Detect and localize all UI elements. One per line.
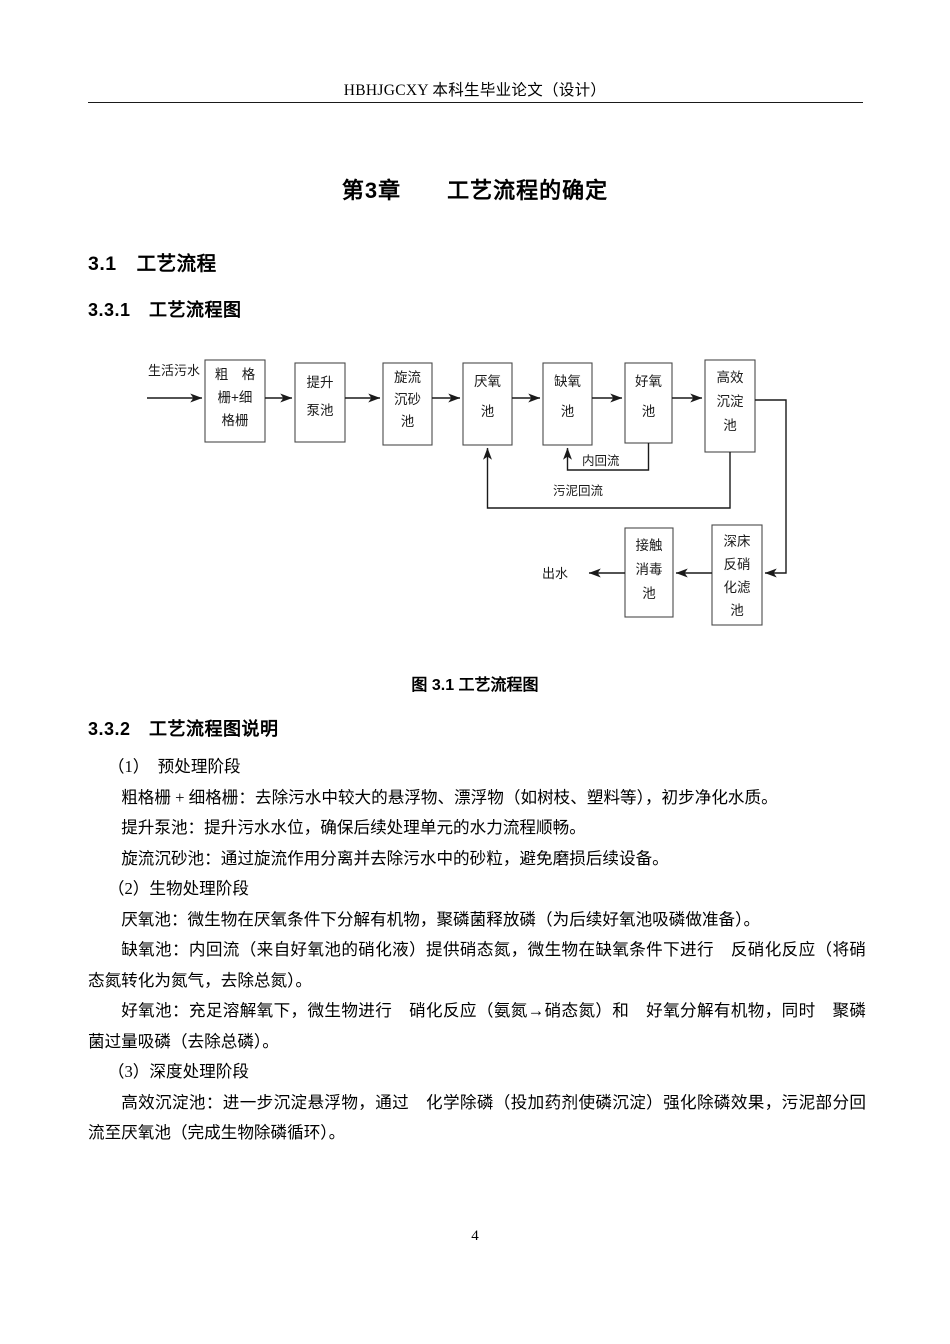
box-lift-pump-tank xyxy=(294,362,346,443)
box-coarse-fine-screen-line1: 粗 格 xyxy=(215,367,256,382)
box-high-efficiency-clarifier xyxy=(704,359,756,453)
paragraph-pretreatment-heading: （1） 预处理阶段 xyxy=(107,757,241,776)
box-high-efficiency-clarifier-line2: 沉淀 xyxy=(717,394,745,409)
effluent-label: 出水 xyxy=(542,566,568,581)
box-lift-pump-tank-line1: 提升 xyxy=(307,375,334,390)
box-aerobic-tank xyxy=(624,362,673,444)
box-coarse-fine-screen-line2: 栅+细 xyxy=(218,390,253,405)
internal-recycle-path xyxy=(563,443,650,471)
header-divider-rule xyxy=(88,102,863,103)
box-vortex-grit-chamber-line2: 沉砂 xyxy=(394,392,421,407)
box-aerobic-tank-line2: 池 xyxy=(642,404,656,419)
paragraph-clarifier: 高效沉淀池：进一步沉淀悬浮物，通过 化学除磷（投加药剂使磷沉淀）强化除磷效果，污… xyxy=(88,1092,866,1143)
box-high-efficiency-clarifier-line3: 池 xyxy=(723,418,737,433)
box-vortex-grit-chamber-line3: 池 xyxy=(401,414,415,429)
running-header: HBHJGCXY 本科生毕业论文（设计） xyxy=(343,82,607,99)
box-lift-pump-tank-line2: 泵池 xyxy=(307,403,334,418)
box-anoxic-tank xyxy=(542,362,593,446)
section-heading-3-3-2: 3.3.2 工艺流程图说明 xyxy=(88,719,279,739)
paragraph-aerobic: 好氧池：充足溶解氧下，微生物进行 硝化反应（氨氮→硝态氮）和 好氧分解有机物，同… xyxy=(88,1001,866,1051)
paragraph-anaerobic: 厌氧池：微生物在厌氧条件下分解有机物，聚磷菌释放磷（为后续好氧池吸磷做准备）。 xyxy=(121,909,761,929)
box-vortex-grit-chamber xyxy=(382,362,433,446)
box-deep-bed-denitrification-filter xyxy=(711,524,763,626)
paragraph-advanced-heading: （3）深度处理阶段 xyxy=(107,1062,249,1081)
section-heading-3-3-1: 3.3.1 工艺流程图 xyxy=(88,300,242,320)
paragraph-anoxic: 缺氧池：内回流（来自好氧池的硝化液）提供硝态氮，微生物在缺氧条件下进行 反硝化反… xyxy=(88,940,866,990)
box-anaerobic-tank xyxy=(462,362,513,446)
box-aerobic-tank-line1: 好氧 xyxy=(635,374,662,389)
sludge-return-label: 污泥回流 xyxy=(553,484,604,498)
paragraph-screens: 粗格栅 + 细格栅：去除污水中较大的悬浮物、漂浮物（如树枝、塑料等），初步净化水… xyxy=(121,787,778,807)
box-deep-bed-denitrification-filter-line4: 池 xyxy=(730,603,744,618)
paragraph-lift-pump: 提升泵池：提升污水水位，确保后续处理单元的水力流程顺畅。 xyxy=(121,818,586,837)
box-vortex-grit-chamber-line1: 旋流 xyxy=(394,370,421,385)
box-deep-bed-denitrification-filter-line1: 深床 xyxy=(724,534,752,549)
process-flow-diagram: 生活污水 粗 格 栅+细 格栅 提升 泵池 旋流 沉砂 池 厌氧 池 xyxy=(0,340,950,650)
section-heading-3-1: 3.1 工艺流程 xyxy=(88,253,217,275)
figure-caption: 图 3.1 工艺流程图 xyxy=(411,677,539,694)
box-coarse-fine-screen xyxy=(204,359,266,443)
box-contact-disinfection-tank-line2: 消毒 xyxy=(636,562,663,577)
inlet-label: 生活污水 xyxy=(148,363,200,378)
clarifier-to-deepbed-path xyxy=(755,399,787,578)
box-deep-bed-denitrification-filter-line2: 反硝 xyxy=(724,557,751,572)
box-anaerobic-tank-line2: 池 xyxy=(481,404,495,419)
box-deep-bed-denitrification-filter-line3: 化滤 xyxy=(724,580,752,595)
box-high-efficiency-clarifier-line1: 高效 xyxy=(717,369,745,385)
box-anoxic-tank-line2: 池 xyxy=(561,404,575,419)
paragraph-biological-heading: （2）生物处理阶段 xyxy=(107,879,249,898)
chapter-title: 第3章 工艺流程的确定 xyxy=(341,178,609,203)
box-anaerobic-tank-line1: 厌氧 xyxy=(474,374,501,389)
box-contact-disinfection-tank-line3: 池 xyxy=(642,586,656,601)
body-text-block: （1） 预处理阶段 粗格栅 + 细格栅：去除污水中较大的悬浮物、漂浮物（如树枝、… xyxy=(88,752,866,1149)
internal-recycle-label: 内回流 xyxy=(582,454,620,468)
page-number: 4 xyxy=(471,1228,479,1244)
paragraph-grit-chamber: 旋流沉砂池：通过旋流作用分离并去除污水中的砂粒，避免磨损后续设备。 xyxy=(121,848,669,868)
box-anoxic-tank-line1: 缺氧 xyxy=(554,374,581,389)
box-coarse-fine-screen-line3: 格栅 xyxy=(222,413,249,428)
sludge-return-path xyxy=(483,447,731,509)
box-contact-disinfection-tank-line1: 接触 xyxy=(636,537,664,553)
box-contact-disinfection-tank xyxy=(624,527,674,618)
